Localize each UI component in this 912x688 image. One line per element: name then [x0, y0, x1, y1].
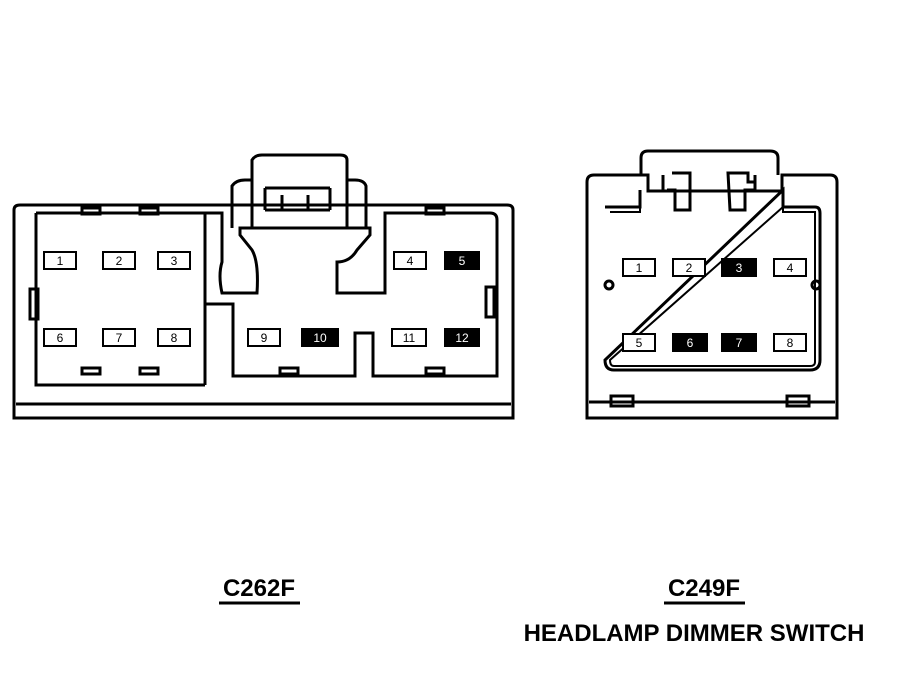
svg-text:5: 5	[459, 254, 466, 268]
svg-text:4: 4	[787, 261, 794, 275]
c262f-pin-6: 6	[43, 328, 77, 347]
c262f-pin-2: 2	[102, 251, 136, 270]
c249f-pin-2: 2	[672, 258, 706, 277]
c249f-pin-7: 7	[721, 333, 757, 352]
svg-text:3: 3	[171, 254, 178, 268]
c262f-pin-11: 11	[391, 328, 427, 347]
svg-text:7: 7	[116, 331, 123, 345]
c249f-pin-3: 3	[721, 258, 757, 277]
c249f-pin-5: 5	[622, 333, 656, 352]
svg-text:6: 6	[687, 336, 694, 350]
c262f-pin-10: 10	[301, 328, 339, 347]
c249f-pin-8: 8	[773, 333, 807, 352]
svg-text:1: 1	[636, 261, 643, 275]
c249f-pin-1: 1	[622, 258, 656, 277]
svg-text:7: 7	[736, 336, 743, 350]
svg-text:8: 8	[171, 331, 178, 345]
svg-text:3: 3	[736, 261, 743, 275]
c262f-pin-8: 8	[157, 328, 191, 347]
svg-text:8: 8	[787, 336, 794, 350]
svg-text:2: 2	[116, 254, 123, 268]
connector-c262f	[12, 153, 515, 420]
c262f-label: C262F	[223, 575, 295, 602]
c262f-pin-5: 5	[444, 251, 480, 270]
svg-text:5: 5	[636, 336, 643, 350]
connector-c249f	[585, 149, 839, 420]
c249f-label: C249F	[668, 575, 740, 602]
c262f-pin-9: 9	[247, 328, 281, 347]
svg-text:10: 10	[313, 331, 327, 345]
c249f-description: HEADLAMP DIMMER SWITCH	[524, 620, 865, 647]
c262f-pin-3: 3	[157, 251, 191, 270]
c262f-pin-7: 7	[102, 328, 136, 347]
svg-text:6: 6	[57, 331, 64, 345]
svg-text:9: 9	[261, 331, 268, 345]
c262f-pin-1: 1	[43, 251, 77, 270]
svg-text:12: 12	[455, 331, 469, 345]
c249f-pin-6: 6	[672, 333, 708, 352]
c262f-pin-12: 12	[444, 328, 480, 347]
svg-text:4: 4	[407, 254, 414, 268]
svg-text:2: 2	[686, 261, 693, 275]
c262f-pin-4: 4	[393, 251, 427, 270]
c249f-pin-4: 4	[773, 258, 807, 277]
svg-text:11: 11	[403, 331, 416, 345]
svg-text:1: 1	[57, 254, 64, 268]
